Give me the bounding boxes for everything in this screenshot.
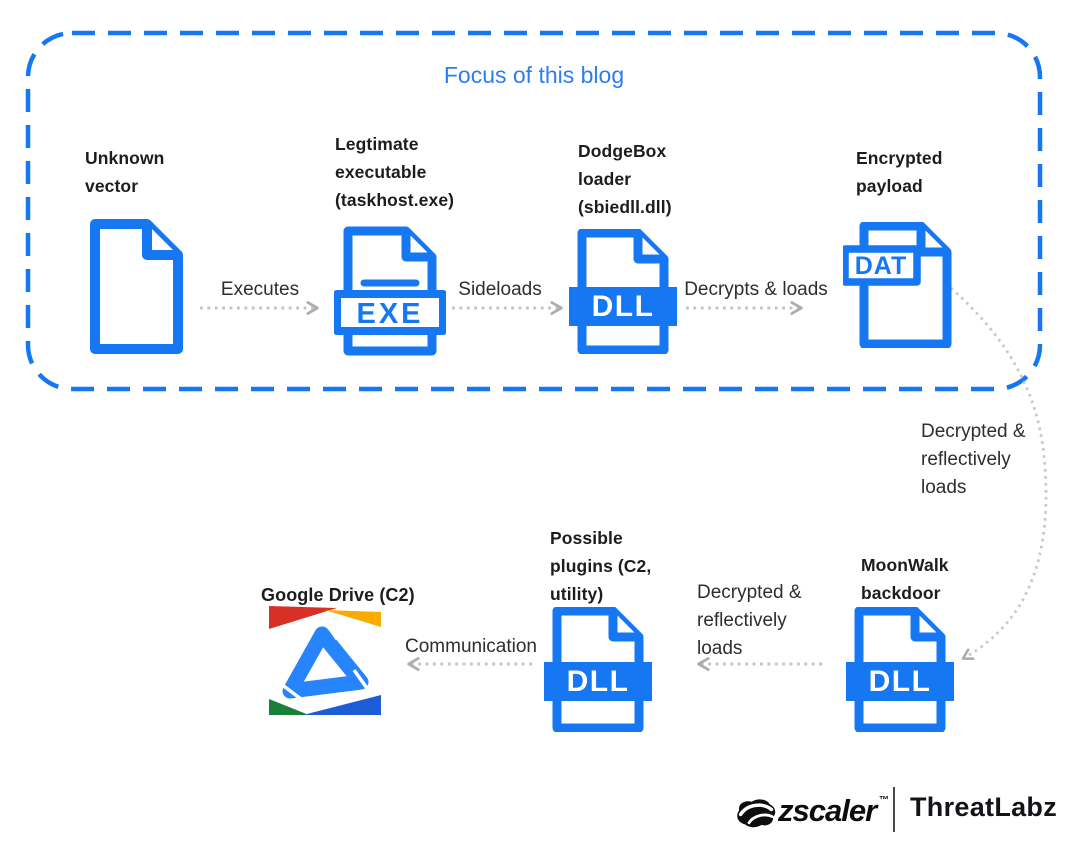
folded-corner bbox=[633, 233, 664, 264]
dat-file-icon: DAT bbox=[843, 222, 952, 348]
drive-green-shape bbox=[269, 699, 309, 715]
node-label-google-drive: Google Drive (C2) bbox=[261, 585, 415, 605]
edge-label-decrypts-loads: Decrypts & loads bbox=[684, 279, 828, 300]
exe-banner bbox=[334, 290, 446, 335]
exe-badge-text: EXE bbox=[356, 298, 423, 330]
dat-badge bbox=[843, 245, 921, 286]
edge-label-executes: Executes bbox=[220, 279, 300, 300]
dll-file-icon-dodgebox: DLL bbox=[569, 229, 677, 354]
drive-yellow-shape bbox=[325, 610, 381, 627]
folded-corner bbox=[916, 226, 947, 257]
edge-label-reflective-loads-2: Decrypted & reflectively loads bbox=[697, 582, 802, 659]
focus-title: Focus of this blog bbox=[443, 62, 625, 88]
google-drive-icon bbox=[269, 606, 381, 715]
edge-label-sideloads: Sideloads bbox=[458, 279, 542, 300]
footer-divider bbox=[893, 787, 895, 832]
edge-label-communication: Communication bbox=[405, 636, 537, 657]
drive-triangle bbox=[282, 626, 369, 699]
node-label-legitimate-executable: Legtimate executable (taskhost.exe) bbox=[335, 134, 455, 210]
node-label-possible-plugins: Possible plugins (C2, utility) bbox=[550, 528, 652, 604]
node-label-encrypted-payload: Encrypted payload bbox=[856, 148, 943, 196]
zscaler-wordmark: zscaler bbox=[778, 793, 877, 828]
trademark-symbol: ™ bbox=[879, 795, 889, 806]
folded-corner bbox=[142, 224, 178, 260]
dat-badge-text: DAT bbox=[855, 252, 908, 280]
exe-file-icon: EXE bbox=[334, 226, 446, 356]
dll-badge-text: DLL bbox=[567, 665, 630, 698]
blank-file-icon bbox=[90, 219, 183, 354]
threatlabz-wordmark: ThreatLabz bbox=[910, 792, 1058, 822]
folded-corner bbox=[608, 611, 639, 642]
folded-corner bbox=[401, 231, 432, 262]
folded-corner bbox=[910, 611, 941, 642]
node-label-moonwalk-backdoor: MoonWalk backdoor bbox=[861, 555, 949, 603]
dll-badge-text: DLL bbox=[592, 290, 655, 323]
dll-badge-text: DLL bbox=[869, 665, 932, 698]
drive-corner-blue-shape bbox=[303, 695, 381, 715]
edge-label-reflective-loads-1: Decrypted & reflectively loads bbox=[921, 421, 1026, 498]
dll-banner bbox=[846, 662, 954, 701]
dll-file-icon-moonwalk: DLL bbox=[846, 607, 954, 732]
dll-banner bbox=[569, 287, 677, 326]
dll-banner bbox=[544, 662, 652, 701]
node-label-unknown-vector: Unknown vector bbox=[85, 148, 165, 196]
drive-red-shape bbox=[269, 606, 337, 629]
drive-triangle-seams bbox=[279, 623, 371, 701]
zscaler-logo-icon bbox=[737, 799, 776, 828]
dll-file-icon-plugins: DLL bbox=[544, 607, 652, 732]
node-label-dodgebox-loader: DodgeBox loader (sbiedll.dll) bbox=[578, 141, 672, 217]
footer-branding: zscaler ™ ThreatLabz bbox=[730, 785, 1070, 840]
